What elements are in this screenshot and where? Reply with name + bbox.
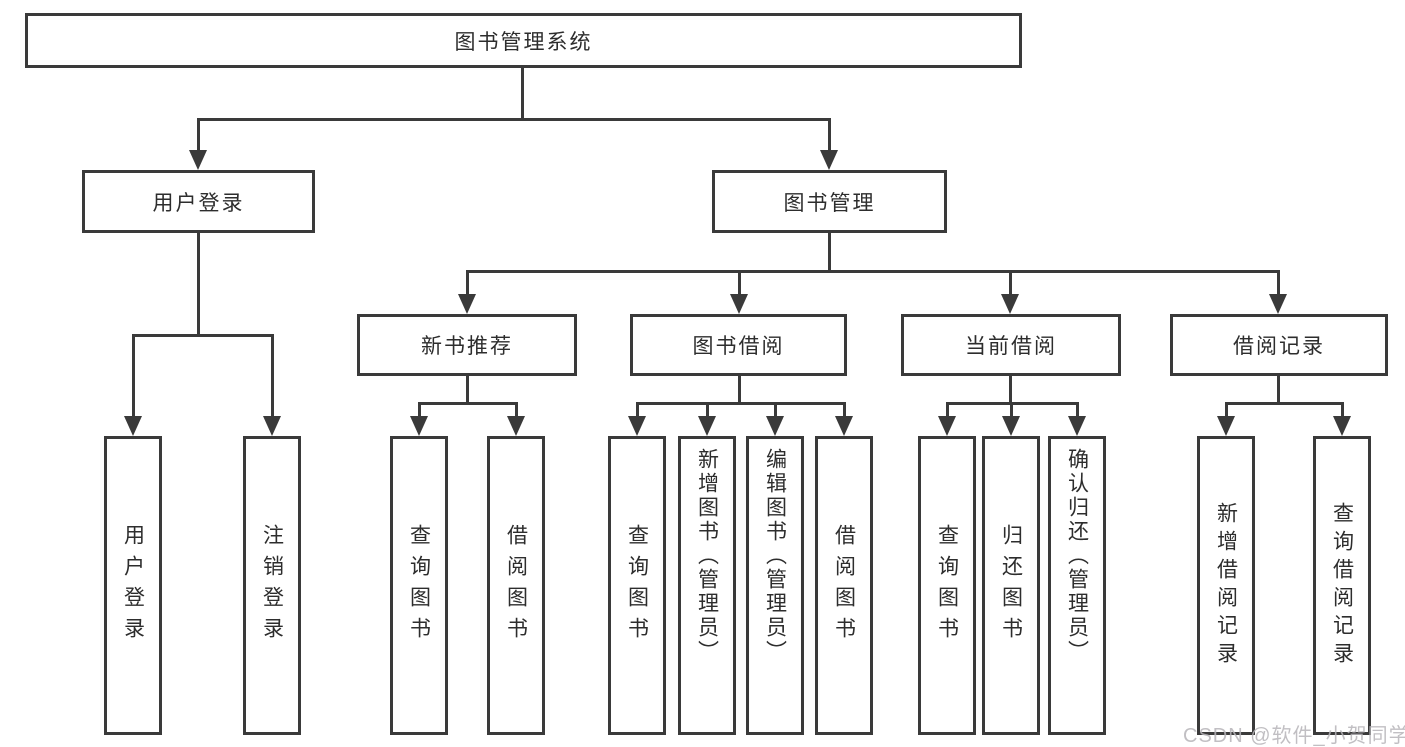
- arrow-down-icon: [1333, 416, 1351, 436]
- arrow-down-icon: [938, 416, 956, 436]
- connector-stem: [515, 402, 518, 420]
- leaf-bb-query-books: 查询图书: [608, 436, 666, 735]
- connector-stem: [1277, 376, 1280, 404]
- arrow-down-icon: [458, 294, 476, 314]
- node-book-borrow: 图书借阅: [630, 314, 847, 376]
- connector-stem: [706, 402, 709, 420]
- node-user-login: 用户登录: [82, 170, 315, 233]
- connector-stem: [197, 118, 200, 152]
- connector-stem: [1277, 270, 1280, 296]
- arrow-down-icon: [628, 416, 646, 436]
- arrow-down-icon: [766, 416, 784, 436]
- leaf-nb-borrow-books: 借阅图书: [487, 436, 545, 735]
- csdn-watermark: CSDN @软件_小贺同学: [1183, 725, 1405, 747]
- connector-stem: [271, 334, 274, 418]
- arrow-down-icon: [835, 416, 853, 436]
- arrow-down-icon: [698, 416, 716, 436]
- connector-root-stem: [521, 68, 524, 120]
- leaf-bb-borrow-books: 借阅图书: [815, 436, 873, 735]
- connector-stem: [843, 402, 846, 420]
- connector-branch: [636, 402, 846, 405]
- arrow-down-icon: [410, 416, 428, 436]
- connector-branch: [1225, 402, 1344, 405]
- arrow-down-icon: [124, 416, 142, 436]
- node-borrow-records: 借阅记录: [1170, 314, 1388, 376]
- connector-stem: [1010, 402, 1013, 420]
- connector-stem: [1009, 376, 1012, 404]
- leaf-logout: 注销登录: [243, 436, 301, 735]
- leaf-bb-add-books-admin: 新增图书（管理员）: [678, 436, 736, 735]
- arrow-down-icon: [1068, 416, 1086, 436]
- connector-stem: [774, 402, 777, 420]
- arrow-down-icon: [1269, 294, 1287, 314]
- connector-stem: [1341, 402, 1344, 420]
- connector-user-login-stem: [197, 232, 200, 336]
- connector-stem: [738, 376, 741, 404]
- connector-user-login-branch: [132, 334, 274, 337]
- arrow-down-icon: [820, 150, 838, 170]
- node-book-management: 图书管理: [712, 170, 947, 233]
- leaf-br-query-record: 查询借阅记录: [1313, 436, 1371, 735]
- node-new-book-recommend: 新书推荐: [357, 314, 577, 376]
- connector-stem: [828, 118, 831, 152]
- connector-stem: [132, 334, 135, 418]
- connector-book-mgmt-stem: [828, 233, 831, 272]
- connector-stem: [1225, 402, 1228, 420]
- connector-stem: [466, 376, 469, 404]
- leaf-cb-return-books: 归还图书: [982, 436, 1040, 735]
- node-root-library-system: 图书管理系统: [25, 13, 1022, 68]
- connector-stem: [466, 270, 469, 296]
- connector-stem: [738, 270, 741, 296]
- connector-stem: [418, 402, 421, 420]
- connector-level3-branch: [466, 270, 1280, 273]
- node-current-borrow: 当前借阅: [901, 314, 1121, 376]
- connector-stem: [946, 402, 949, 420]
- leaf-br-add-record: 新增借阅记录: [1197, 436, 1255, 735]
- arrow-down-icon: [507, 416, 525, 436]
- connector-branch: [418, 402, 518, 405]
- connector-stem: [1009, 270, 1012, 296]
- leaf-cb-confirm-return-admin: 确认归还（管理员）: [1048, 436, 1106, 735]
- arrow-down-icon: [1002, 416, 1020, 436]
- leaf-cb-query-books: 查询图书: [918, 436, 976, 735]
- connector-level2-branch: [197, 118, 831, 121]
- arrow-down-icon: [1217, 416, 1235, 436]
- connector-stem: [636, 402, 639, 420]
- arrow-down-icon: [730, 294, 748, 314]
- leaf-bb-edit-books-admin: 编辑图书（管理员）: [746, 436, 804, 735]
- leaf-nb-query-books: 查询图书: [390, 436, 448, 735]
- arrow-down-icon: [1001, 294, 1019, 314]
- leaf-user-login: 用户登录: [104, 436, 162, 735]
- arrow-down-icon: [263, 416, 281, 436]
- connector-stem: [1076, 402, 1079, 420]
- arrow-down-icon: [189, 150, 207, 170]
